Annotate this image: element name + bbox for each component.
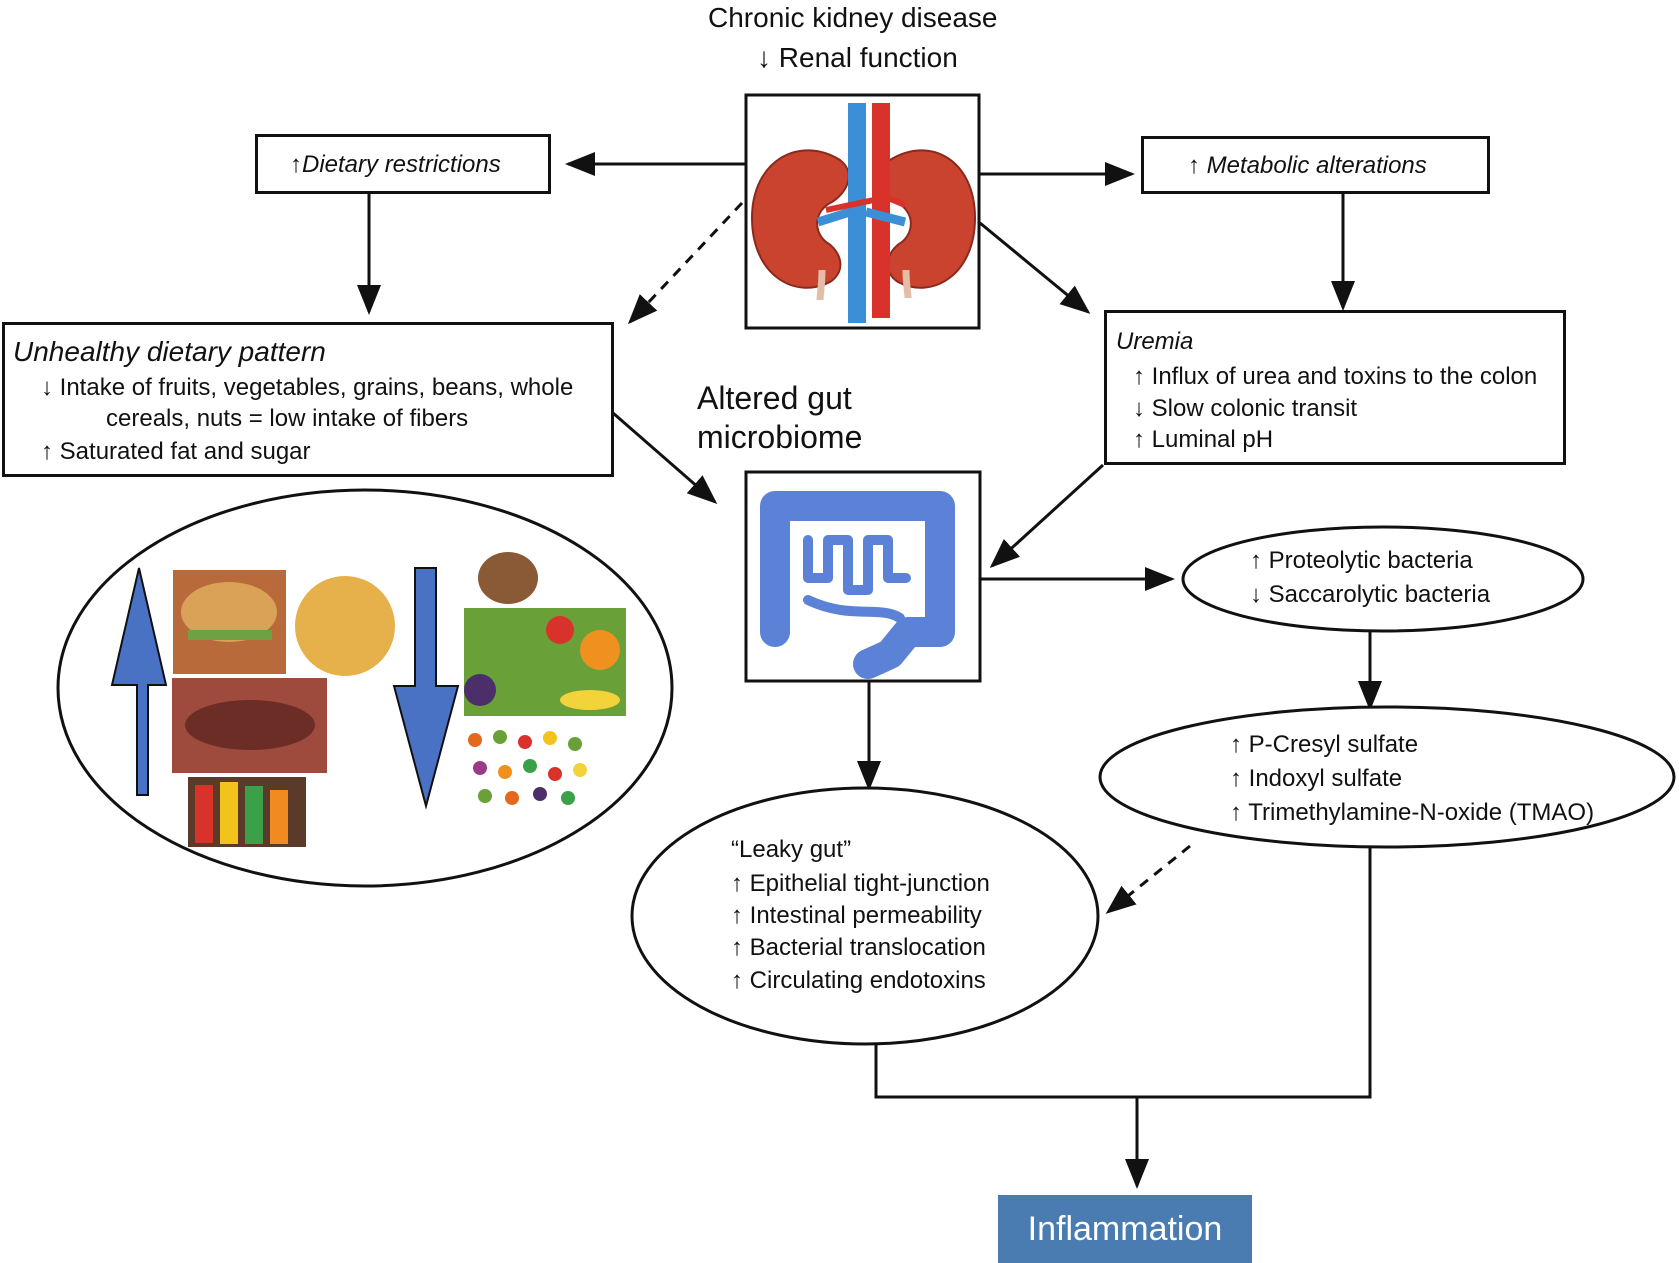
uremia-line-3: ↑ Luminal pH (1133, 426, 1274, 453)
altered-gut-label-line-2: microbiome (697, 419, 863, 455)
dietary-restrictions-box: ↑Dietary restrictions (255, 134, 551, 194)
dietary-restrictions-label: ↑Dietary restrictions (290, 151, 501, 178)
bacteria-line-2: ↓ Saccarolytic bacteria (1250, 581, 1491, 608)
arrow-uremia-to-gut (989, 463, 1105, 569)
inflammation-box: Inflammation (998, 1195, 1252, 1263)
unhealthy-food-images (172, 570, 395, 847)
small-intestine (803, 535, 911, 623)
unhealthy-dietary-pattern-box: Unhealthy dietary pattern ↓ Intake of fr… (2, 322, 614, 477)
leaky-gut-title: “Leaky gut” (731, 836, 852, 863)
increase-arrow (110, 567, 168, 796)
renal-artery-left (825, 197, 875, 213)
burger-lettuce (188, 630, 272, 640)
toxins-line-2: ↑ Indoxyl sulfate (1230, 765, 1403, 792)
arrow-kidney-to-uremia (979, 221, 1091, 314)
toxins-line-1: ↑ P-Cresyl sulfate (1230, 731, 1419, 758)
bacteria-ellipse (1181, 525, 1585, 633)
healthy-food-images (464, 552, 626, 805)
metabolic-alterations-label: ↑ Metabolic alterations (1188, 152, 1427, 179)
arrow-toxins-to-leaky-gut-dashed (1105, 844, 1191, 914)
diet-arrows (110, 567, 460, 810)
leaky-gut-line-2: ↑ Intestinal permeability (731, 902, 982, 929)
fruit-banana (560, 690, 620, 710)
toxins-line-3: ↑ Trimethylamine-N-oxide (TMAO) (1230, 799, 1595, 826)
metabolic-alterations-box: ↑ Metabolic alterations (1141, 136, 1490, 194)
burger-bun (181, 582, 277, 642)
renal-vein-left (816, 207, 852, 227)
unhealthy-pattern-line-1: ↓ Intake of fruits, vegetables, grains, … (41, 374, 574, 401)
unhealthy-pattern-title: Unhealthy dietary pattern (13, 336, 326, 367)
aorta (872, 103, 890, 318)
soda-orange (270, 790, 288, 844)
ckd-title: Chronic kidney disease (708, 2, 998, 33)
fruit-orange (580, 630, 620, 670)
uremia-title: Uremia (1116, 328, 1194, 355)
sausage-slices (185, 700, 315, 750)
kidney-illustration (750, 103, 977, 323)
leaky-gut-line-3: ↑ Bacterial translocation (731, 934, 986, 961)
vena-cava (848, 103, 866, 323)
fruit-berries (464, 674, 496, 706)
connector-leaky-gut-and-toxins-to-inflammation (874, 848, 1372, 1099)
fruit-apple (546, 616, 574, 644)
leaky-gut-line-4: ↑ Circulating endotoxins (731, 967, 986, 994)
leaky-gut-line-1: ↑ Epithelial tight-junction (731, 870, 990, 897)
arrow-kidney-to-unhealthy-pattern-dashed (627, 201, 744, 325)
renal-function-label: ↓ Renal function (757, 42, 958, 73)
soda-green (245, 786, 263, 844)
decrease-arrow (392, 567, 460, 810)
fries-image (295, 576, 395, 676)
altered-gut-label-line-1: Altered gut (697, 380, 852, 416)
unhealthy-pattern-line-2: cereals, nuts = low intake of fibers (106, 405, 469, 432)
uremia-line-1: ↑ Influx of urea and toxins to the colon (1133, 363, 1538, 390)
soda-yellow (220, 782, 238, 844)
left-ureter (816, 269, 826, 301)
assorted-vegetables-image (468, 730, 587, 805)
bacteria-line-1: ↑ Proteolytic bacteria (1250, 547, 1473, 574)
large-intestine (760, 491, 955, 679)
right-ureter (902, 269, 912, 299)
intestine-icon (760, 491, 955, 679)
soda-red (195, 785, 213, 843)
uremia-line-2: ↓ Slow colonic transit (1133, 395, 1358, 422)
renal-vein-right (864, 207, 907, 227)
left-kidney (750, 149, 850, 289)
renal-artery-right (886, 195, 907, 208)
unhealthy-pattern-line-3: ↑ Saturated fat and sugar (41, 438, 311, 465)
toxins-ellipse (1098, 705, 1676, 849)
leaky-gut-ellipse (630, 786, 1100, 1046)
arrow-unhealthy-pattern-to-gut (612, 411, 718, 504)
nuts-image (478, 552, 538, 604)
uremia-box: Uremia ↑ Influx of urea and toxins to th… (1104, 310, 1566, 465)
